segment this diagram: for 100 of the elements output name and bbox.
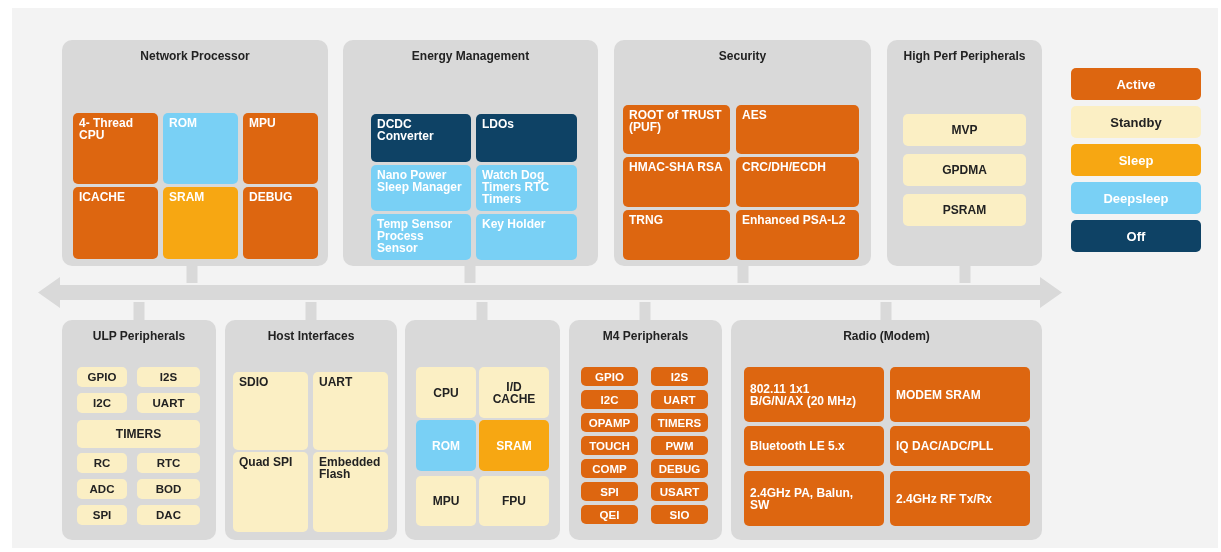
block-label: IQ DAC/ADC/PLL xyxy=(896,440,994,452)
block-label: SDIO xyxy=(239,376,269,388)
block-label: ICACHE xyxy=(79,191,125,203)
connector-stub xyxy=(133,302,145,320)
function-block xyxy=(313,452,388,532)
block-label: DCDC Converter xyxy=(377,118,435,142)
function-block xyxy=(416,476,476,526)
panel-title: M4 Peripherals xyxy=(601,330,690,343)
block-label: I2C xyxy=(93,397,111,409)
function-block xyxy=(744,367,884,422)
block-label: Nano Power Sleep Manager xyxy=(377,169,463,193)
legend-key: Sleep xyxy=(1071,144,1201,176)
function-block xyxy=(581,436,638,455)
function-block xyxy=(416,420,476,471)
function-block xyxy=(77,393,127,413)
block-label: I/D CACHE xyxy=(491,380,537,405)
block-label: MODEM SRAM xyxy=(896,388,981,401)
panel-title: Security xyxy=(717,50,768,63)
block-label: GPDMA xyxy=(942,164,987,176)
block-label: FPU xyxy=(502,495,526,507)
block-label: Enhanced PSA-L2 xyxy=(742,214,846,226)
block-label: USART xyxy=(659,485,700,498)
function-block xyxy=(137,393,200,413)
block-label: Quad SPI xyxy=(239,456,293,468)
block-label: TOUCH xyxy=(589,439,630,452)
block-label: BOD xyxy=(155,483,182,495)
function-block xyxy=(243,113,318,184)
block-label: GPIO xyxy=(87,371,117,383)
block-label: RC xyxy=(93,457,111,469)
block-label: RTC xyxy=(156,457,181,469)
function-block xyxy=(581,390,638,409)
function-block xyxy=(371,214,471,260)
function-block xyxy=(890,471,1030,526)
function-block xyxy=(744,471,884,526)
function-block xyxy=(233,452,308,532)
connector-stub xyxy=(737,266,749,283)
panel-title: Radio (Modem) xyxy=(842,330,931,343)
block-label: Key Holder xyxy=(482,218,546,230)
block-label: SIO xyxy=(669,508,690,521)
function-block xyxy=(73,113,158,184)
module-panel xyxy=(731,320,1042,540)
block-label: LDOs xyxy=(482,118,514,130)
block-label: 2.4GHz RF Tx/Rx xyxy=(896,492,993,505)
function-block xyxy=(581,505,638,524)
function-block xyxy=(736,105,859,154)
block-label: Bluetooth LE 5.x xyxy=(750,440,845,452)
function-block xyxy=(651,436,708,455)
function-block xyxy=(581,413,638,432)
block-label: ROM xyxy=(169,117,197,129)
function-block xyxy=(476,214,577,260)
block-label: 802.11 1x1 B/G/N/AX (20 MHz) xyxy=(750,382,857,407)
function-block xyxy=(243,187,318,259)
function-block xyxy=(581,482,638,501)
block-label: SRAM xyxy=(169,191,205,203)
block-label: GPIO xyxy=(595,370,624,383)
function-block xyxy=(479,367,549,418)
function-block xyxy=(137,479,200,499)
connector-stub xyxy=(186,266,198,283)
block-label: ADC xyxy=(89,483,115,495)
function-block xyxy=(73,187,158,259)
block-label: Temp Sensor Process Sensor xyxy=(377,218,454,254)
block-label: SPI xyxy=(600,485,619,498)
connector-stub xyxy=(464,266,476,283)
function-block xyxy=(744,426,884,466)
function-block xyxy=(163,113,238,184)
function-block xyxy=(651,413,708,432)
block-label: OPAMP xyxy=(588,416,631,429)
connector-stub xyxy=(476,302,488,320)
function-block xyxy=(77,420,200,448)
block-label: UART xyxy=(663,393,696,406)
function-block xyxy=(77,505,127,525)
block-label: TRNG xyxy=(629,214,663,226)
block-label: 4- Thread CPU xyxy=(79,117,134,141)
module-panel xyxy=(614,40,871,266)
function-block xyxy=(651,482,708,501)
function-block xyxy=(163,187,238,259)
connector-stub xyxy=(880,302,892,320)
function-block xyxy=(651,459,708,478)
panel-title: High Perf Peripherals xyxy=(902,50,1027,63)
block-label: PWM xyxy=(665,439,694,452)
function-block xyxy=(77,453,127,473)
block-label: Embedded Flash xyxy=(319,456,382,480)
function-block xyxy=(736,157,859,207)
block-label: TIMERS xyxy=(115,428,162,440)
block-label: AES xyxy=(742,109,767,121)
block-label: 2.4GHz PA, Balun, SW xyxy=(750,486,855,511)
connector-stub xyxy=(639,302,651,320)
function-block xyxy=(371,165,471,211)
bus-double-arrow xyxy=(38,277,1062,308)
function-block xyxy=(416,367,476,418)
function-block xyxy=(371,114,471,162)
block-label: I2S xyxy=(159,371,178,383)
panel-title: Host Interfaces xyxy=(266,330,356,343)
legend-key: Deepsleep xyxy=(1071,182,1201,214)
block-label: COMP xyxy=(592,462,627,475)
function-block xyxy=(77,479,127,499)
function-block xyxy=(476,165,577,211)
block-label: QEI xyxy=(599,508,620,521)
function-block xyxy=(623,105,730,154)
function-block xyxy=(479,476,549,526)
